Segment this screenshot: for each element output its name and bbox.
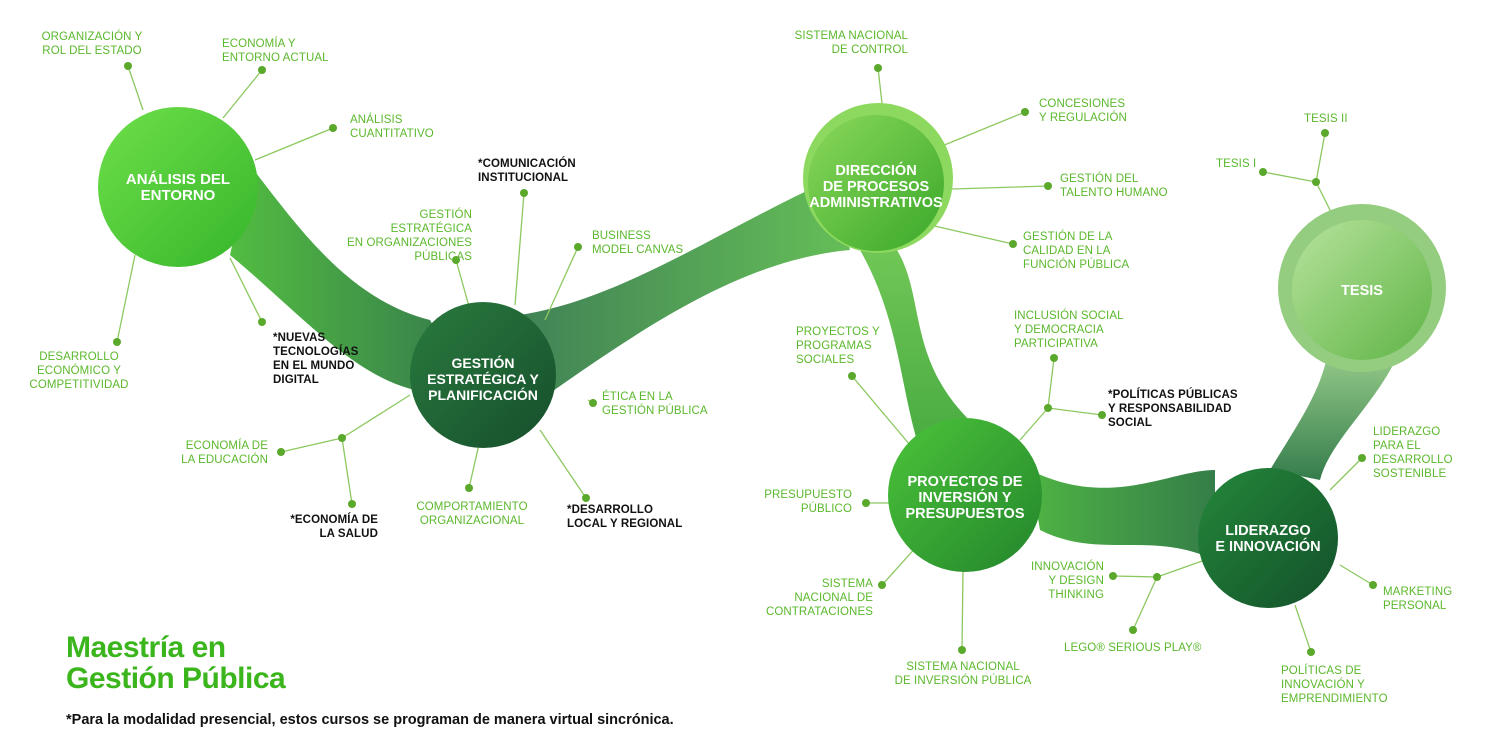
course-economia-educacion: ECONOMÍA DE LA EDUCACIÓN <box>181 440 268 466</box>
course-calidad: GESTIÓN DE LA CALIDAD EN LA FUNCIÓN PÚBL… <box>1023 231 1130 271</box>
course-presupuesto: PRESUPUESTO PÚBLICO <box>764 489 852 515</box>
course-desarrollo-local: *DESARROLLO LOCAL Y REGIONAL <box>567 504 683 530</box>
course-sistema-control: SISTEMA NACIONAL DE CONTROL <box>794 30 908 56</box>
hub-tesis <box>1292 220 1432 360</box>
hub-proyectos <box>888 418 1042 572</box>
hub-label-liderazgo: LIDERAZGO E INNOVACIÓN <box>1215 523 1321 555</box>
hub-label-gestion: GESTIÓN ESTRATÉGICA Y PLANIFICACIÓN <box>427 355 539 403</box>
course-proyectos-sociales: PROYECTOS Y PROGRAMAS SOCIALES <box>796 326 880 366</box>
hub-label-tesis: TESIS <box>1341 283 1383 299</box>
course-contrataciones: SISTEMA NACIONAL DE CONTRATACIONES <box>765 578 873 618</box>
course-comunicacion: *COMUNICACIÓN INSTITUCIONAL <box>478 158 576 184</box>
course-marketing: MARKETING PERSONAL <box>1383 586 1453 612</box>
course-desarrollo-economico: DESARROLLO ECONÓMICO Y COMPETITIVIDAD <box>29 351 129 391</box>
bridge-proyectos-liderazgo <box>1030 470 1215 560</box>
course-inversion-publica: SISTEMA NACIONAL DE INVERSIÓN PÚBLICA <box>894 661 1032 687</box>
course-economia-salud: *ECONOMÍA DE LA SALUD <box>290 514 378 540</box>
bridge-direccion-proyectos <box>860 240 980 450</box>
course-inclusion: INCLUSIÓN SOCIAL Y DEMOCRACIA PARTICIPAT… <box>1014 310 1124 350</box>
course-nuevas-tecnologias: *NUEVAS TECNOLOGÍAS EN EL MUNDO DIGITAL <box>273 332 359 386</box>
course-politicas-innovacion: POLÍTICAS DE INNOVACIÓN Y EMPRENDIMIENTO <box>1281 665 1388 705</box>
course-organizacion-estado: ORGANIZACIÓN Y ROL DEL ESTADO <box>41 31 143 57</box>
course-economia-entorno: ECONOMÍA Y ENTORNO ACTUAL <box>222 38 329 64</box>
course-tesis-ii: TESIS II <box>1304 113 1348 125</box>
course-tesis-i: TESIS I <box>1216 158 1257 170</box>
bridge-gestion-direccion <box>520 180 850 400</box>
program-title: Maestría en Gestión Pública <box>66 631 286 695</box>
footnote: *Para la modalidad presencial, estos cur… <box>66 712 674 728</box>
course-liderazgo-desarrollo: LIDERAZGO PARA EL DESARROLLO SOSTENIBLE <box>1373 426 1453 480</box>
hub-label-proyectos: PROYECTOS DE INVERSIÓN Y PRESUPUESTOS <box>905 474 1025 522</box>
hub-gestion <box>410 302 556 448</box>
bridge-analisis-gestion <box>230 165 470 394</box>
course-comportamiento: COMPORTAMIENTO ORGANIZACIONAL <box>416 501 528 527</box>
course-concesiones: CONCESIONES Y REGULACIÓN <box>1039 98 1127 124</box>
hub-analisis <box>98 107 258 267</box>
course-lego: LEGO® SERIOUS PLAY® <box>1064 642 1202 654</box>
course-politicas-publicas: *POLÍTICAS PÚBLICAS Y RESPONSABILIDAD SO… <box>1108 389 1238 429</box>
course-gestion-estrategica-org: GESTIÓN ESTRATÉGICA EN ORGANIZACIONES PÚ… <box>346 209 472 263</box>
course-business-model: BUSINESS MODEL CANVAS <box>592 230 684 256</box>
course-talento: GESTIÓN DEL TALENTO HUMANO <box>1060 173 1168 199</box>
hub-liderazgo <box>1198 468 1338 608</box>
course-etica: ÉTICA EN LA GESTIÓN PÚBLICA <box>602 391 708 417</box>
hub-label-direccion: DIRECCIÓN DE PROCESOS ADMINISTRATIVOS <box>809 163 943 211</box>
course-analisis-cuantitativo: ANÁLISIS CUANTITATIVO <box>350 114 434 140</box>
course-innovacion-design: INNOVACIÓN Y DESIGN THINKING <box>1031 561 1104 601</box>
hub-label-analisis: ANÁLISIS DEL ENTORNO <box>125 171 231 204</box>
hub-direccion <box>808 115 944 251</box>
